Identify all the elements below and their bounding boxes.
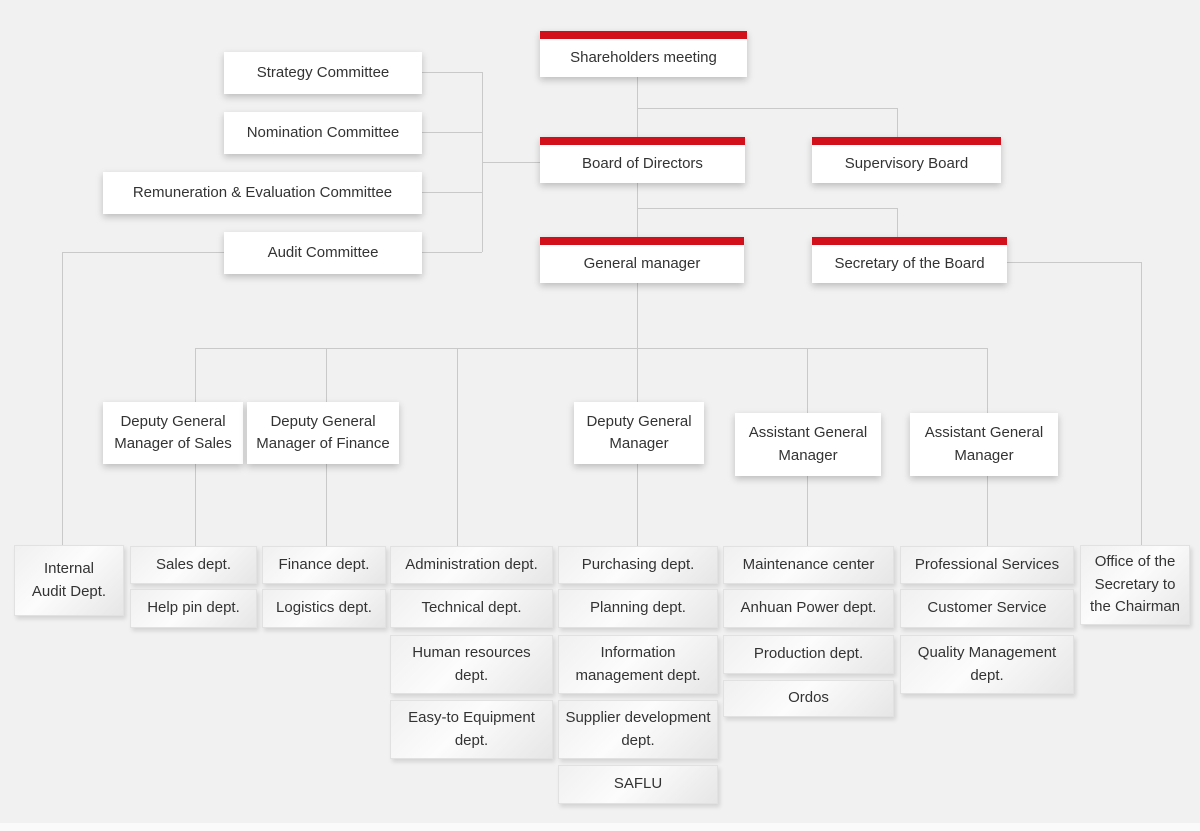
dept-information-management: Information management dept. — [558, 635, 718, 694]
node-deputy-gm-finance: Deputy General Manager of Finance — [247, 402, 399, 464]
node-remuneration-committee: Remuneration & Evaluation Committee — [103, 172, 422, 214]
node-audit-committee: Audit Committee — [224, 232, 422, 274]
node-secretary-of-the-board: Secretary of the Board — [812, 237, 1007, 283]
connector — [637, 208, 897, 209]
connector — [1141, 262, 1142, 545]
node-board-of-directors: Board of Directors — [540, 137, 745, 183]
node-deputy-gm: Deputy General Manager — [574, 402, 704, 464]
dept-ordos: Ordos — [723, 680, 894, 717]
dept-internal-audit: Internal Audit Dept. — [14, 545, 124, 616]
connector — [482, 162, 540, 163]
dept-customer-service: Customer Service — [900, 589, 1074, 628]
connector — [422, 132, 482, 133]
connector — [195, 348, 987, 349]
dept-saflu: SAFLU — [558, 765, 718, 804]
dept-logistics: Logistics dept. — [262, 589, 386, 628]
node-general-manager: General manager — [540, 237, 744, 283]
node-assistant-gm-1: Assistant General Manager — [735, 413, 881, 476]
node-shareholders-meeting: Shareholders meeting — [540, 31, 747, 77]
node-assistant-gm-2: Assistant General Manager — [910, 413, 1058, 476]
connector — [637, 183, 638, 237]
dept-help-pin: Help pin dept. — [130, 589, 257, 628]
dept-planning: Planning dept. — [558, 589, 718, 628]
node-supervisory-board: Supervisory Board — [812, 137, 1001, 183]
dept-easy-to-equipment: Easy-to Equipment dept. — [390, 700, 553, 759]
dept-production: Production dept. — [723, 635, 894, 674]
bottom-strip — [0, 823, 1200, 831]
dept-human-resources: Human resources dept. — [390, 635, 553, 694]
dept-sales: Sales dept. — [130, 546, 257, 584]
connector — [637, 108, 897, 109]
connector — [457, 348, 458, 546]
connector — [637, 283, 638, 348]
connector — [62, 252, 63, 545]
connector — [637, 75, 638, 137]
node-nomination-committee: Nomination Committee — [224, 112, 422, 154]
dept-quality-management: Quality Management dept. — [900, 635, 1074, 694]
connector — [897, 208, 898, 237]
node-deputy-gm-sales: Deputy General Manager of Sales — [103, 402, 243, 464]
dept-anhuan-power: Anhuan Power dept. — [723, 589, 894, 628]
connector — [422, 72, 482, 73]
dept-technical: Technical dept. — [390, 589, 553, 628]
dept-office-of-secretary: Office of the Secretary to the Chairman — [1080, 545, 1190, 625]
dept-professional-services: Professional Services — [900, 546, 1074, 584]
connector — [1007, 262, 1141, 263]
dept-finance: Finance dept. — [262, 546, 386, 584]
dept-purchasing: Purchasing dept. — [558, 546, 718, 584]
connector — [422, 192, 482, 193]
dept-administration: Administration dept. — [390, 546, 553, 584]
node-strategy-committee: Strategy Committee — [224, 52, 422, 94]
dept-maintenance-center: Maintenance center — [723, 546, 894, 584]
dept-supplier-development: Supplier development dept. — [558, 700, 718, 759]
connector — [897, 108, 898, 138]
